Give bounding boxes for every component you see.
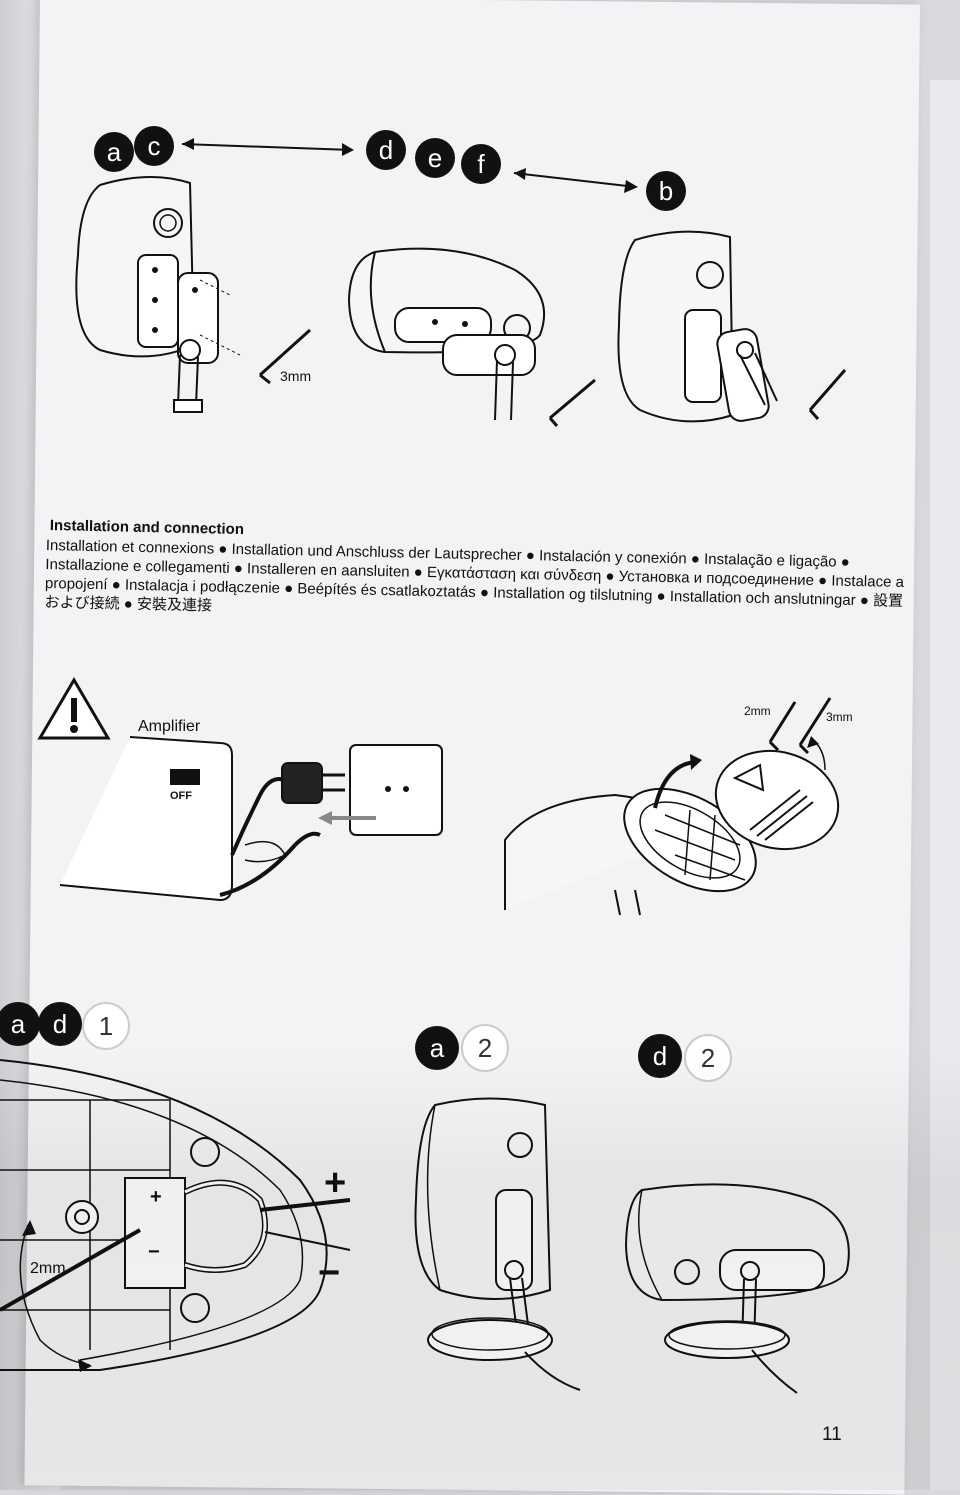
- svg-text:−: −: [148, 1241, 160, 1263]
- step-badge: d: [38, 1002, 82, 1046]
- power-switch-off-label: OFF: [170, 790, 192, 802]
- back-cover-removal-illustration: [495, 690, 895, 920]
- allen-key-size-label: 3mm: [280, 368, 312, 384]
- negative-terminal-label: −: [318, 1252, 341, 1294]
- speaker-wall-mount-illustration: [70, 175, 330, 425]
- step-badge: c: [134, 126, 174, 166]
- step-badge: a: [415, 1026, 459, 1070]
- double-arrow-icon: [0, 138, 638, 193]
- page-number: 11: [822, 1424, 842, 1445]
- positive-terminal-label: +: [324, 1162, 347, 1204]
- key-3mm-label: 3mm: [826, 710, 853, 724]
- step-badge: 2: [461, 1024, 509, 1072]
- step-badge: a: [0, 1002, 40, 1046]
- step-badge: b: [646, 171, 686, 211]
- warning-triangle-icon: [37, 677, 111, 740]
- terminal-key-size-label: 2mm: [30, 1260, 66, 1277]
- key-2mm-label: 2mm: [744, 704, 771, 718]
- step-badge: 1: [82, 1002, 130, 1050]
- amplifier-label: Amplifier: [138, 718, 201, 735]
- step-badge: d: [638, 1034, 682, 1078]
- speaker-terminal-wiring-illustration: + −: [0, 1060, 380, 1372]
- speaker-vertical-stand-illustration: [410, 1090, 590, 1390]
- step-badge: 2: [684, 1034, 732, 1082]
- speaker-horizontal-mount-illustration: [345, 240, 605, 440]
- step-badge: a: [94, 132, 134, 172]
- speaker-horizontal-stand-illustration: [622, 1175, 862, 1405]
- step-badge: f: [461, 144, 501, 184]
- step-badge: e: [415, 138, 455, 178]
- next-page-edge: [930, 80, 960, 1490]
- amplifier-unplug-illustration: [60, 735, 480, 925]
- svg-text:+: +: [150, 1186, 162, 1208]
- step-badge: d: [366, 130, 406, 170]
- speaker-rotated-mount-illustration: [615, 225, 855, 455]
